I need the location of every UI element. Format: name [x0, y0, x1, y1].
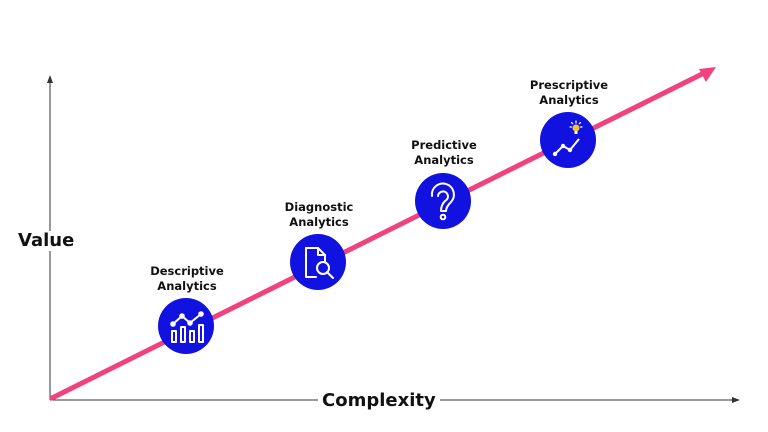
stage-node-prescriptive	[540, 112, 596, 168]
stage-label-descriptive: Descriptive Analytics	[117, 264, 257, 294]
y-axis-title: Value	[18, 230, 75, 251]
stage-label-line2: Analytics	[289, 215, 349, 229]
stage-label-diagnostic: Diagnostic Analytics	[249, 200, 389, 230]
stage-label-line1: Predictive	[411, 138, 477, 152]
stage-node-descriptive	[158, 298, 214, 354]
stage-label-line2: Analytics	[539, 93, 599, 107]
trend-line	[49, 70, 707, 401]
stage-node-predictive	[415, 173, 471, 229]
x-axis-arrow-icon	[732, 397, 740, 403]
bar-chart-trend-icon	[170, 311, 204, 343]
document-search-icon	[305, 247, 334, 279]
stage-label-line2: Analytics	[157, 279, 217, 293]
stage-label-predictive: Predictive Analytics	[374, 138, 514, 168]
stage-label-line1: Prescriptive	[529, 78, 609, 92]
trend-arrowhead-icon	[699, 67, 716, 82]
stage-label-prescriptive: Prescriptive Analytics	[499, 78, 639, 108]
question-mark-icon	[430, 182, 455, 221]
stage-label-line1: Descriptive	[150, 264, 224, 278]
stage-label-line2: Analytics	[414, 153, 474, 167]
y-axis-arrow-icon	[47, 75, 53, 83]
x-axis-title: Complexity	[318, 391, 440, 411]
lightbulb-trend-icon	[552, 120, 583, 157]
stage-label-line1: Diagnostic	[284, 200, 354, 214]
stage-node-diagnostic	[290, 234, 346, 290]
